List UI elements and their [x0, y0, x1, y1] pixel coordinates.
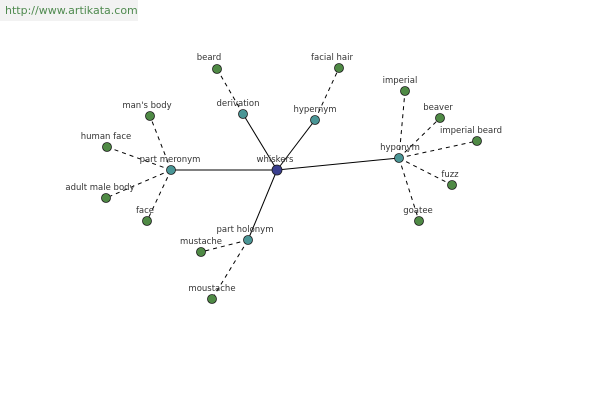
node-derivation[interactable] — [238, 109, 248, 119]
label-mans-body[interactable]: man's body — [122, 101, 171, 111]
node-imperial-beard[interactable] — [472, 136, 482, 146]
nodes-layer — [101, 63, 482, 304]
edge-hypernym-to-facial-hair — [314, 67, 340, 121]
label-mustache[interactable]: mustache — [180, 237, 222, 247]
label-derivation[interactable]: derivation — [216, 99, 259, 109]
edge-whiskers-to-hyponym — [276, 157, 400, 171]
label-whiskers[interactable]: whiskers — [257, 155, 294, 165]
node-beaver[interactable] — [435, 113, 445, 123]
edge-part-holonym-to-mustache — [200, 239, 249, 253]
node-facial-hair[interactable] — [334, 63, 344, 73]
edge-part-meronym-to-adult-male-body — [105, 169, 172, 199]
label-adult-male-body[interactable]: adult male body — [65, 183, 134, 193]
node-part-meronym[interactable] — [166, 165, 176, 175]
label-face[interactable]: face — [136, 206, 154, 216]
label-part-meronym[interactable]: part meronym — [140, 155, 201, 165]
node-imperial[interactable] — [400, 86, 410, 96]
node-goatee[interactable] — [414, 216, 424, 226]
label-human-face[interactable]: human face — [81, 132, 131, 142]
edge-part-meronym-to-human-face — [106, 146, 172, 171]
label-beard[interactable]: beard — [197, 53, 222, 63]
node-hyponym[interactable] — [394, 153, 404, 163]
label-goatee[interactable]: goatee — [403, 206, 433, 216]
edge-whiskers-to-part-holonym — [247, 169, 278, 241]
node-part-holonym[interactable] — [243, 235, 253, 245]
label-imperial-beard[interactable]: imperial beard — [440, 126, 502, 136]
label-facial-hair[interactable]: facial hair — [311, 53, 353, 63]
edge-whiskers-to-hypernym — [276, 119, 316, 171]
edge-part-meronym-to-mans-body — [149, 115, 172, 171]
edge-hyponym-to-beaver — [398, 117, 441, 159]
node-face[interactable] — [142, 216, 152, 226]
node-mans-body[interactable] — [145, 111, 155, 121]
label-hyponym[interactable]: hyponym — [380, 143, 420, 153]
source-url[interactable]: http://www.artikata.com — [0, 0, 138, 21]
edge-hyponym-to-imperial-beard — [398, 140, 478, 159]
edge-hyponym-to-imperial — [398, 90, 406, 159]
edges-layer — [105, 67, 478, 300]
label-hypernym[interactable]: hypernym — [293, 105, 336, 115]
label-moustache[interactable]: moustache — [188, 284, 235, 294]
edge-hyponym-to-goatee — [398, 157, 420, 222]
edge-hyponym-to-fuzz — [398, 157, 453, 186]
node-fuzz[interactable] — [447, 180, 457, 190]
node-mustache[interactable] — [196, 247, 206, 257]
edge-part-holonym-to-moustache — [211, 239, 249, 300]
node-human-face[interactable] — [102, 142, 112, 152]
node-whiskers[interactable] — [271, 164, 283, 176]
node-hypernym[interactable] — [310, 115, 320, 125]
node-moustache[interactable] — [207, 294, 217, 304]
node-beard[interactable] — [212, 64, 222, 74]
label-part-holonym[interactable]: part holonym — [217, 225, 274, 235]
label-beaver[interactable]: beaver — [423, 103, 453, 113]
edge-part-meronym-to-face — [146, 169, 172, 222]
label-fuzz[interactable]: fuzz — [441, 170, 459, 180]
node-adult-male-body[interactable] — [101, 193, 111, 203]
label-imperial[interactable]: imperial — [383, 76, 418, 86]
edge-whiskers-to-derivation — [242, 113, 278, 171]
edge-derivation-to-beard — [216, 68, 244, 115]
labels-layer: whiskers derivation hypernym hyponym part me… — [65, 53, 502, 294]
